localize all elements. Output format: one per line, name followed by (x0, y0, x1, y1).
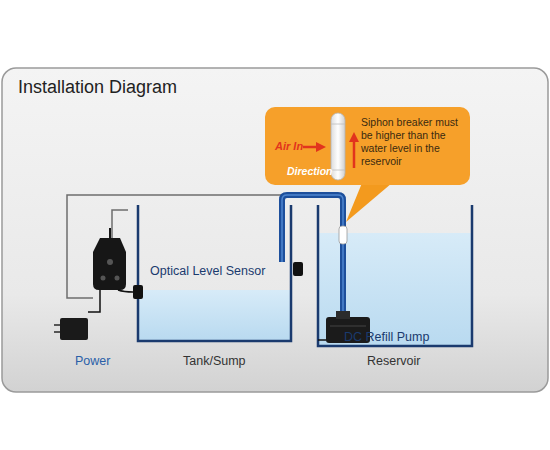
callout-pointer (346, 183, 392, 222)
tube-highlight (282, 195, 343, 318)
plug-pin (54, 331, 60, 333)
callout-box (265, 107, 470, 185)
air-arrow (303, 146, 318, 149)
pump-detail (330, 326, 366, 327)
level-sensor (133, 285, 143, 299)
direction-arrow (353, 140, 356, 168)
direction-arrow-head (349, 132, 359, 142)
pump-label: DC Refill Pump (344, 330, 429, 344)
siphon-breaker (339, 226, 347, 244)
air-arrow-head (316, 142, 326, 152)
tank-wall (138, 205, 291, 341)
siphon-breaker-closeup (331, 113, 345, 180)
controller-port (115, 276, 120, 281)
power-cable (88, 290, 100, 312)
callout-node: Air In Siphon breaker must be higher than… (265, 107, 470, 185)
sensor-label: Optical Level Sensor (150, 264, 265, 278)
callout-text: Siphon breaker must be higher than the w… (361, 116, 467, 168)
breaker-seam (331, 124, 345, 125)
controller-led (107, 259, 113, 265)
air-in-label: Air In (275, 140, 303, 152)
tank-water (139, 290, 290, 340)
controller (93, 238, 126, 290)
tube (282, 195, 343, 318)
power-adapter (60, 318, 88, 340)
reservoir-label: Reservoir (367, 354, 421, 368)
plug-pin (54, 324, 60, 326)
controller-port (101, 276, 106, 281)
tank-label: Tank/Sump (183, 354, 246, 368)
direction-label: Direction (287, 165, 333, 177)
wire (112, 210, 128, 240)
pump-outlet (336, 311, 350, 319)
panel (2, 68, 548, 392)
controller-cable (109, 228, 111, 238)
level-sensor (293, 262, 303, 276)
power-label: Power (75, 354, 110, 368)
sensor-cable (118, 290, 133, 292)
wire (67, 195, 300, 298)
diagram-title: Installation Diagram (18, 77, 177, 98)
breaker-seam (331, 170, 345, 171)
pump-cable (318, 339, 326, 341)
